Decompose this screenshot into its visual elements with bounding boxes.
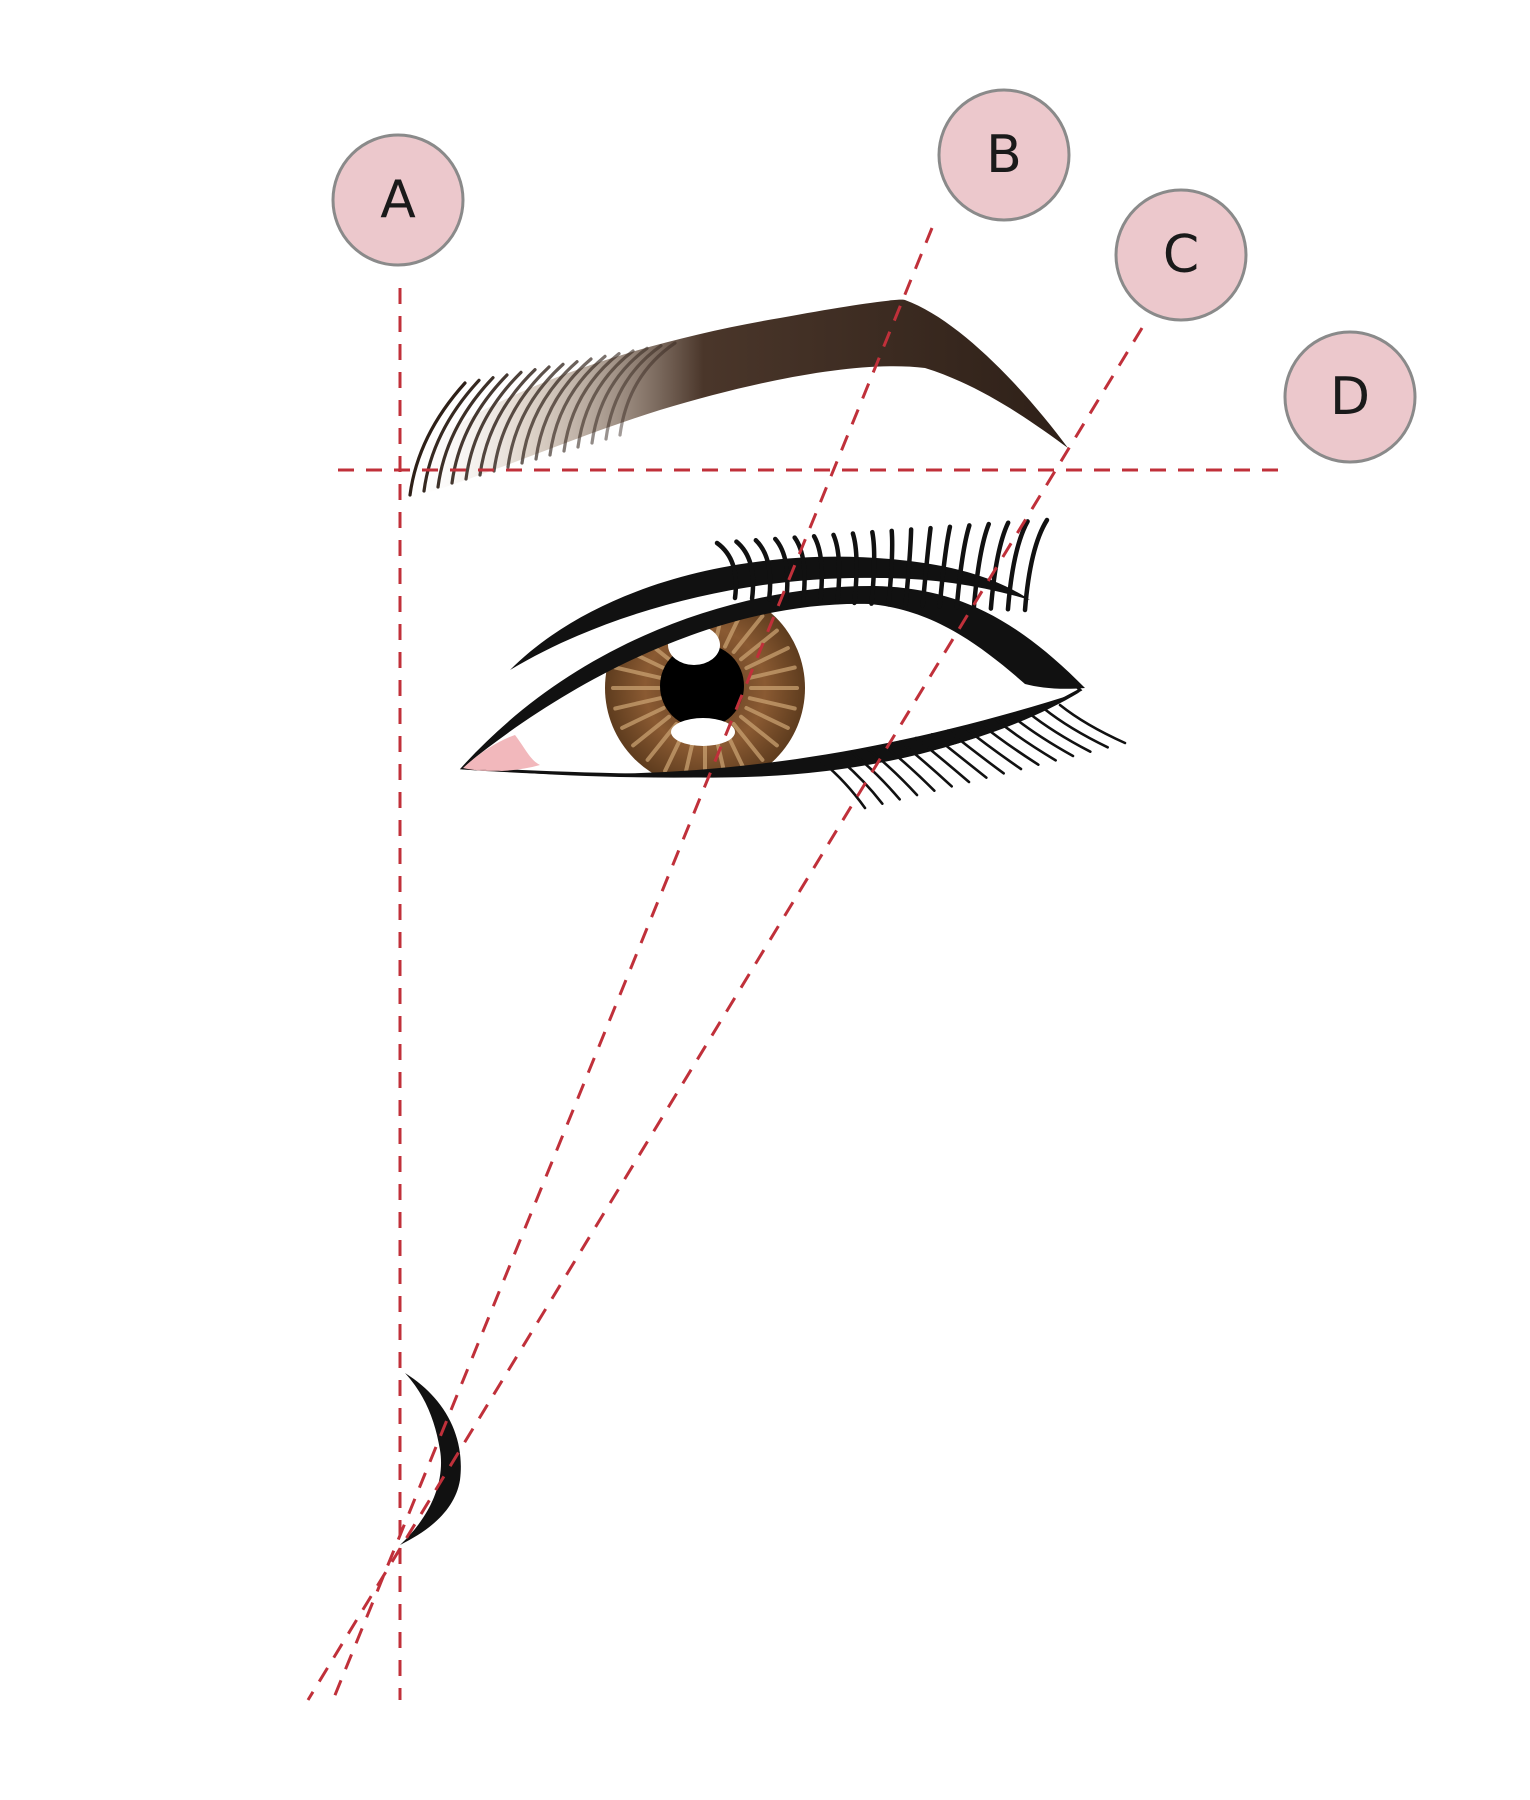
- marker-d-circle: [1283, 330, 1417, 464]
- lower-lash: [914, 736, 971, 784]
- eye-upper-lashes: [714, 517, 1050, 613]
- nostril-icon: [400, 1373, 461, 1545]
- eyebrow-shape: [405, 299, 1068, 492]
- eyebrow-hair: [436, 376, 495, 489]
- eyebrow-hair: [422, 378, 481, 493]
- iris-ray: [739, 714, 779, 748]
- iris-ray: [613, 696, 663, 711]
- lower-lash: [1010, 714, 1075, 758]
- upper-lash: [811, 533, 825, 604]
- upper-lash: [850, 531, 859, 606]
- upper-lash: [971, 521, 992, 611]
- upper-lash: [903, 527, 914, 608]
- eye-highlight-bottom: [671, 718, 735, 746]
- eye-lower-lashes: [818, 703, 1127, 810]
- marker-a-circle: [331, 133, 465, 267]
- eyebrow-hair: [464, 370, 523, 481]
- upper-lash: [920, 525, 933, 609]
- eyebrow-hair: [590, 346, 649, 445]
- eyebrow-hair: [618, 341, 677, 437]
- marker-b-circle: [937, 88, 1071, 222]
- iris-ray: [613, 665, 663, 680]
- lower-lash: [962, 725, 1023, 771]
- lower-lash: [994, 718, 1057, 762]
- eyebrow-hair: [492, 365, 551, 473]
- upper-lash: [937, 524, 953, 609]
- marker-b-label: B: [986, 125, 1022, 185]
- eyebrow-hair: [548, 354, 607, 457]
- eyebrow-hair: [562, 352, 621, 453]
- guide-line-arch: [331, 227, 934, 1701]
- guide-line-end: [306, 327, 1144, 1701]
- upper-lash: [831, 532, 842, 605]
- lower-lash: [946, 729, 1005, 775]
- marker-d-label: D: [1330, 367, 1370, 427]
- lower-lash: [1058, 703, 1127, 745]
- lower-lash: [882, 744, 936, 792]
- lower-lash: [834, 755, 884, 805]
- marker-b: B: [937, 88, 1071, 222]
- iris-ray: [747, 665, 797, 680]
- upper-lash: [753, 538, 773, 602]
- eye-upper-liner: [462, 585, 1085, 768]
- lower-lash: [898, 740, 953, 788]
- iris-ray: [731, 614, 765, 654]
- lower-lash: [1026, 711, 1092, 753]
- eye-pupil: [660, 644, 744, 728]
- marker-c-label: C: [1163, 225, 1199, 285]
- upper-lash: [1022, 517, 1050, 613]
- eyebrow-hair: [478, 368, 537, 477]
- upper-lash: [772, 536, 790, 603]
- eyebrow-icon: [405, 299, 1068, 497]
- eyebrow-hair: [408, 381, 467, 497]
- iris-ray: [744, 706, 790, 730]
- iris-ray: [744, 646, 790, 670]
- iris-ray: [739, 628, 779, 662]
- lower-lash: [978, 722, 1040, 766]
- eye-icon: [459, 517, 1127, 810]
- marker-a: A: [331, 133, 465, 267]
- eyebrow-hair: [520, 360, 579, 465]
- upper-lash: [988, 520, 1011, 611]
- iris-ray: [620, 706, 666, 730]
- lower-lash: [930, 733, 988, 779]
- marker-a-label: A: [380, 170, 416, 230]
- lower-lash: [1042, 707, 1109, 749]
- eyebrow-hair: [576, 349, 635, 449]
- upper-lash: [714, 540, 739, 601]
- lower-lash: [850, 751, 901, 801]
- marker-c: C: [1114, 188, 1248, 322]
- eyebrow-hair: [604, 344, 663, 441]
- marker-c-circle: [1114, 188, 1248, 322]
- upper-lash: [886, 528, 895, 607]
- iris-ray: [631, 714, 671, 748]
- eyebrow-hairs: [408, 341, 677, 497]
- guide-lines: [306, 227, 1290, 1701]
- iris-ray: [731, 722, 765, 762]
- eye-inner-corner: [463, 735, 540, 772]
- marker-d: D: [1283, 330, 1417, 464]
- upper-lash: [792, 535, 807, 604]
- eyebrow-hair: [534, 357, 593, 461]
- upper-lash: [869, 529, 877, 606]
- upper-lash: [954, 523, 972, 610]
- upper-lash: [1005, 519, 1030, 612]
- lower-lash: [866, 747, 919, 797]
- upper-lash: [734, 539, 756, 601]
- lower-lash: [818, 758, 867, 810]
- eye-lower-liner: [462, 692, 1080, 778]
- iris-ray: [747, 696, 797, 711]
- eyebrow-hair: [506, 362, 565, 469]
